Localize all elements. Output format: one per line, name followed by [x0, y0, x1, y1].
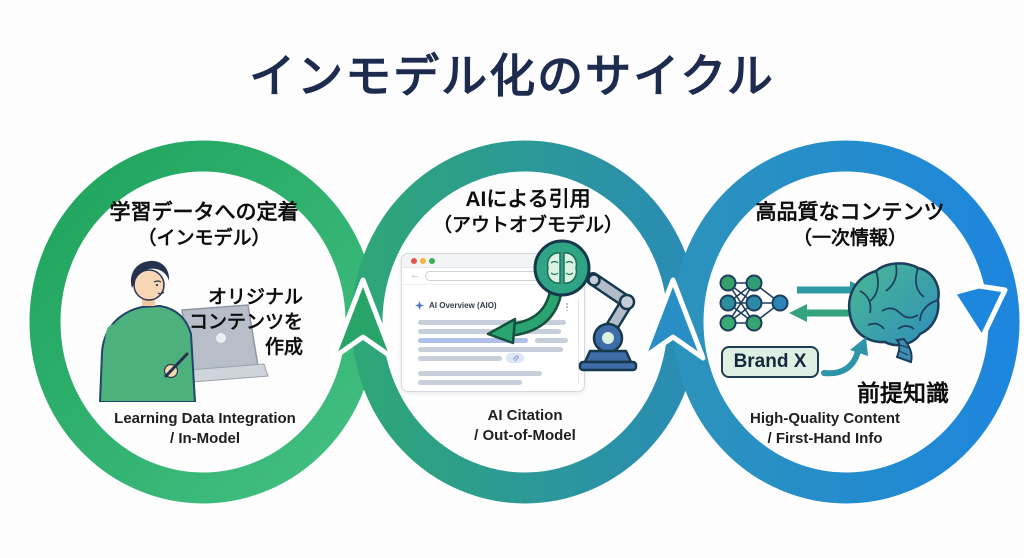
middle-stage-heading: AIによる引用 （アウトオブモデル） [393, 186, 663, 238]
right-stage-caption: High-Quality Content / First-Hand Info [714, 409, 936, 449]
right-caption-line2: / First-Hand Info [767, 430, 883, 447]
browser-divider [578, 298, 579, 383]
left-heading-line2: （インモデル） [137, 228, 271, 249]
left-caption-line1: Learning Data Integration [114, 410, 296, 427]
middle-stage-caption: AI Citation / Out-of-Model [418, 406, 632, 446]
middle-caption-line2: / Out-of-Model [474, 427, 576, 444]
left-note-line2: コンテンツを [188, 312, 303, 333]
pen-icon [164, 352, 189, 378]
middle-heading-line2: （アウトオブモデル） [432, 215, 623, 236]
person-hair [130, 260, 170, 288]
left-stage-heading: 学習データへの定着 （インモデル） [73, 199, 335, 251]
citation-chip [506, 353, 524, 363]
back-arrow-icon: ← [410, 270, 420, 281]
skeleton-line [418, 371, 542, 376]
skeleton-line [418, 320, 566, 325]
left-stage-caption: Learning Data Integration / In-Model [93, 409, 317, 449]
right-heading-line1: 高品質なコンテンツ [755, 201, 945, 224]
neural-network-icon [719, 274, 789, 332]
paperclip-icon [512, 355, 519, 361]
skeleton-line [418, 347, 563, 352]
left-note-line3: 作成 [264, 337, 303, 358]
left-note: オリジナル コンテンツを 作成 [185, 285, 303, 360]
robot-arm-illustration [486, 239, 638, 372]
right-caption-line1: High-Quality Content [750, 410, 900, 427]
skeleton-line [418, 356, 502, 361]
brain-icon [847, 262, 940, 364]
traffic-light-red-icon [411, 258, 417, 264]
left-note-line1: オリジナル [207, 287, 303, 308]
highlighted-citation-line [418, 338, 528, 343]
brand-x-label: Brand X [733, 351, 807, 372]
writer-illustration [98, 260, 269, 402]
cycle-up-arrow-icon-1 [330, 277, 396, 361]
cycle-down-arrow-icon [950, 283, 1008, 341]
right-stage-heading: 高品質なコンテンツ （一次情報） [716, 199, 984, 251]
middle-caption-line1: AI Citation [487, 407, 563, 424]
skeleton-line [535, 338, 568, 343]
brand-to-brain-arrow-icon [850, 337, 868, 356]
page-title: インモデル化のサイクル [249, 50, 775, 102]
traffic-light-green-icon [429, 258, 435, 264]
sparkle-icon [415, 301, 424, 310]
arrow-left-icon [789, 304, 807, 322]
brand-x-badge: Brand X [721, 346, 819, 378]
middle-heading-line1: AIによる引用 [465, 188, 591, 211]
ai-overview-row: AI Overview (AIO) [415, 301, 497, 310]
citation-pick-arrow-icon [486, 317, 517, 345]
knowledge-illustration [719, 262, 940, 377]
left-caption-line2: / In-Model [170, 430, 240, 447]
person-face [133, 269, 165, 301]
skeleton-line [418, 329, 561, 334]
right-heading-line2: （一次情報） [792, 228, 907, 249]
left-heading-line1: 学習データへの定着 [109, 201, 299, 224]
cycle-up-arrow-icon-2 [640, 277, 706, 361]
ai-overview-label: AI Overview (AIO) [429, 301, 497, 310]
traffic-light-yellow-icon [420, 258, 426, 264]
kebab-menu-icon [566, 303, 569, 312]
skeleton-line [418, 380, 522, 385]
brain-lens-icon [533, 239, 591, 297]
knowledge-label: 前提知識 [857, 380, 949, 406]
